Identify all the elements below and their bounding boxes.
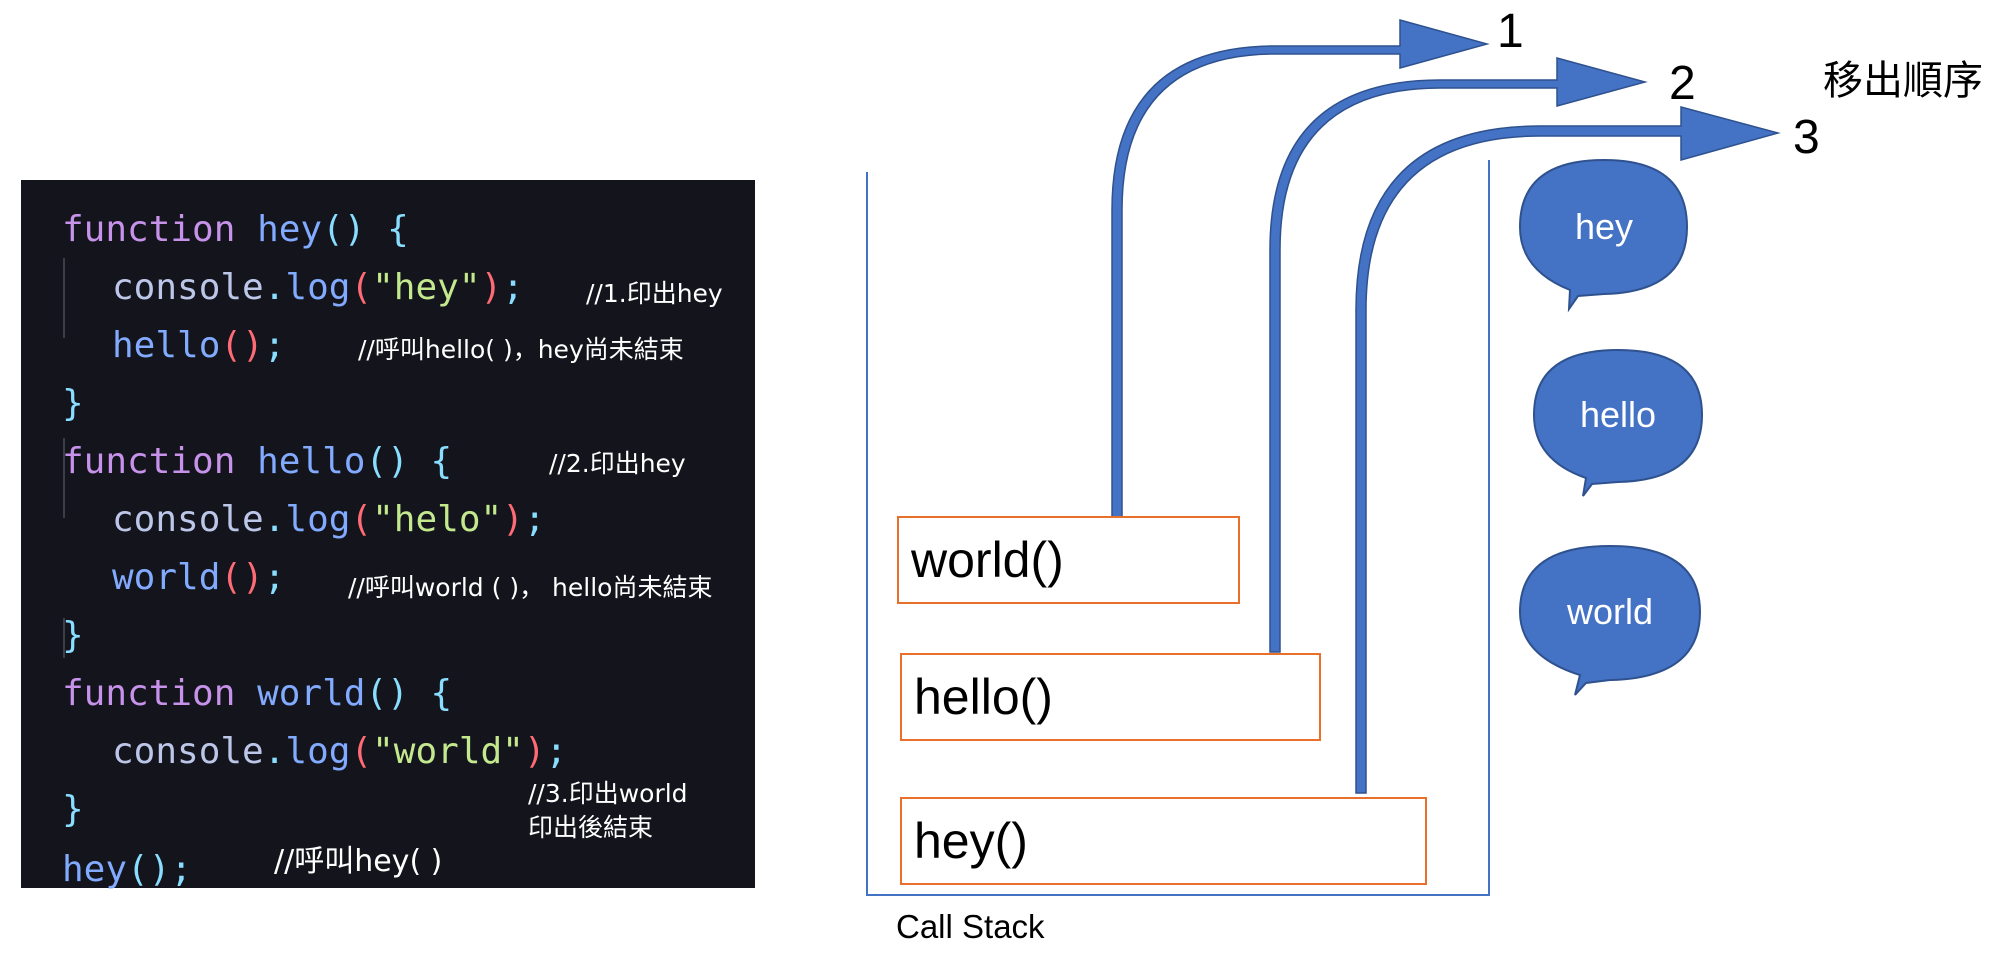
order-number-2: 2	[1669, 57, 1696, 110]
code-token: ()	[365, 673, 409, 714]
code-token: hey	[235, 209, 323, 250]
code-token: ;	[263, 557, 286, 598]
code-token: )	[523, 731, 546, 772]
comment-call-hello: //呼叫hello( )，hey尚未結束	[358, 335, 684, 364]
code-token: log	[285, 499, 351, 540]
stack-frame-world: world()	[897, 516, 1240, 604]
comment-print-hey-2: //2.印出hey	[549, 449, 686, 478]
code-token: }	[62, 383, 84, 424]
code-line: console.log("helo");	[112, 502, 546, 538]
code-token: world	[112, 557, 221, 598]
bubble-hello	[1532, 348, 1704, 497]
code-line: function hey() {	[62, 212, 409, 248]
code-token: ;	[523, 499, 546, 540]
code-token: {	[365, 209, 409, 250]
comment-print-world: //3.印出world	[528, 779, 688, 808]
code-token: .	[263, 499, 286, 540]
code-token: function	[62, 441, 236, 482]
code-line: hello();	[112, 328, 285, 364]
indent-guide	[63, 438, 65, 518]
bubble-hey	[1518, 158, 1689, 313]
code-token: log	[285, 731, 351, 772]
indent-guide	[63, 258, 65, 338]
code-token: ()	[220, 325, 264, 366]
code-token: world	[235, 673, 366, 714]
code-token: (	[350, 499, 373, 540]
code-token: ;	[170, 849, 193, 890]
stack-container	[866, 160, 1490, 896]
code-token: ()	[220, 557, 264, 598]
code-token: )	[502, 499, 524, 540]
code-line: world();	[112, 560, 285, 596]
code-line: }	[62, 618, 84, 654]
code-token: hello	[112, 325, 221, 366]
code-token: )	[480, 267, 503, 308]
code-line: }	[62, 386, 84, 422]
code-panel	[21, 180, 755, 888]
stack-frame-hey: hey()	[900, 797, 1427, 885]
code-line: console.log("hey");	[112, 270, 524, 306]
bubble-text-hello: hello	[1579, 394, 1657, 435]
code-token: .	[263, 267, 286, 308]
call-stack-label: Call Stack	[896, 908, 1045, 945]
pop-arrow-3	[1355, 106, 1781, 794]
comment-call-world: //呼叫world ( )， hello尚未結束	[348, 573, 713, 602]
code-line: function world() {	[62, 676, 452, 712]
bubble-world	[1518, 544, 1702, 696]
bubble-text-world: world	[1566, 591, 1654, 632]
code-token: console	[112, 499, 264, 540]
code-token: console	[112, 731, 264, 772]
code-token: log	[285, 267, 351, 308]
code-token: hello	[235, 441, 366, 482]
code-token: "world"	[372, 731, 524, 772]
code-token: console	[112, 267, 264, 308]
comment-end: 印出後結束	[528, 813, 654, 842]
code-token: ()	[127, 849, 171, 890]
code-token: ()	[365, 441, 409, 482]
code-line: hey();	[62, 852, 192, 888]
code-token: function	[62, 673, 236, 714]
code-token: {	[408, 673, 453, 714]
code-token: .	[263, 731, 286, 772]
code-token: (	[350, 267, 373, 308]
code-line: }	[62, 792, 84, 828]
code-token: hey	[62, 849, 128, 890]
bubble-text-hey: hey	[1574, 206, 1634, 247]
code-token: {	[408, 441, 453, 482]
pop-arrow-1	[1111, 19, 1490, 518]
code-token: ()	[322, 209, 366, 250]
code-line: function hello() {	[62, 444, 452, 480]
order-number-1: 1	[1497, 5, 1524, 58]
code-line: console.log("world");	[112, 734, 567, 770]
indent-guide	[63, 618, 65, 658]
pop-order-title: 移出順序	[1823, 59, 1983, 103]
comment-call-hey: //呼叫hey( )	[274, 844, 443, 879]
code-token: function	[62, 209, 236, 250]
code-token: }	[62, 615, 84, 656]
code-token: "helo"	[372, 499, 503, 540]
code-token: }	[62, 789, 84, 830]
stack-frame-hello: hello()	[900, 653, 1321, 741]
code-token: "hey"	[372, 267, 481, 308]
pop-arrow-2	[1269, 57, 1648, 653]
comment-print-hey: //1.印出hey	[586, 279, 723, 308]
code-token: ;	[263, 325, 286, 366]
order-number-3: 3	[1793, 111, 1820, 164]
code-token: ;	[502, 267, 524, 308]
code-token: (	[350, 731, 373, 772]
code-token: ;	[545, 731, 568, 772]
